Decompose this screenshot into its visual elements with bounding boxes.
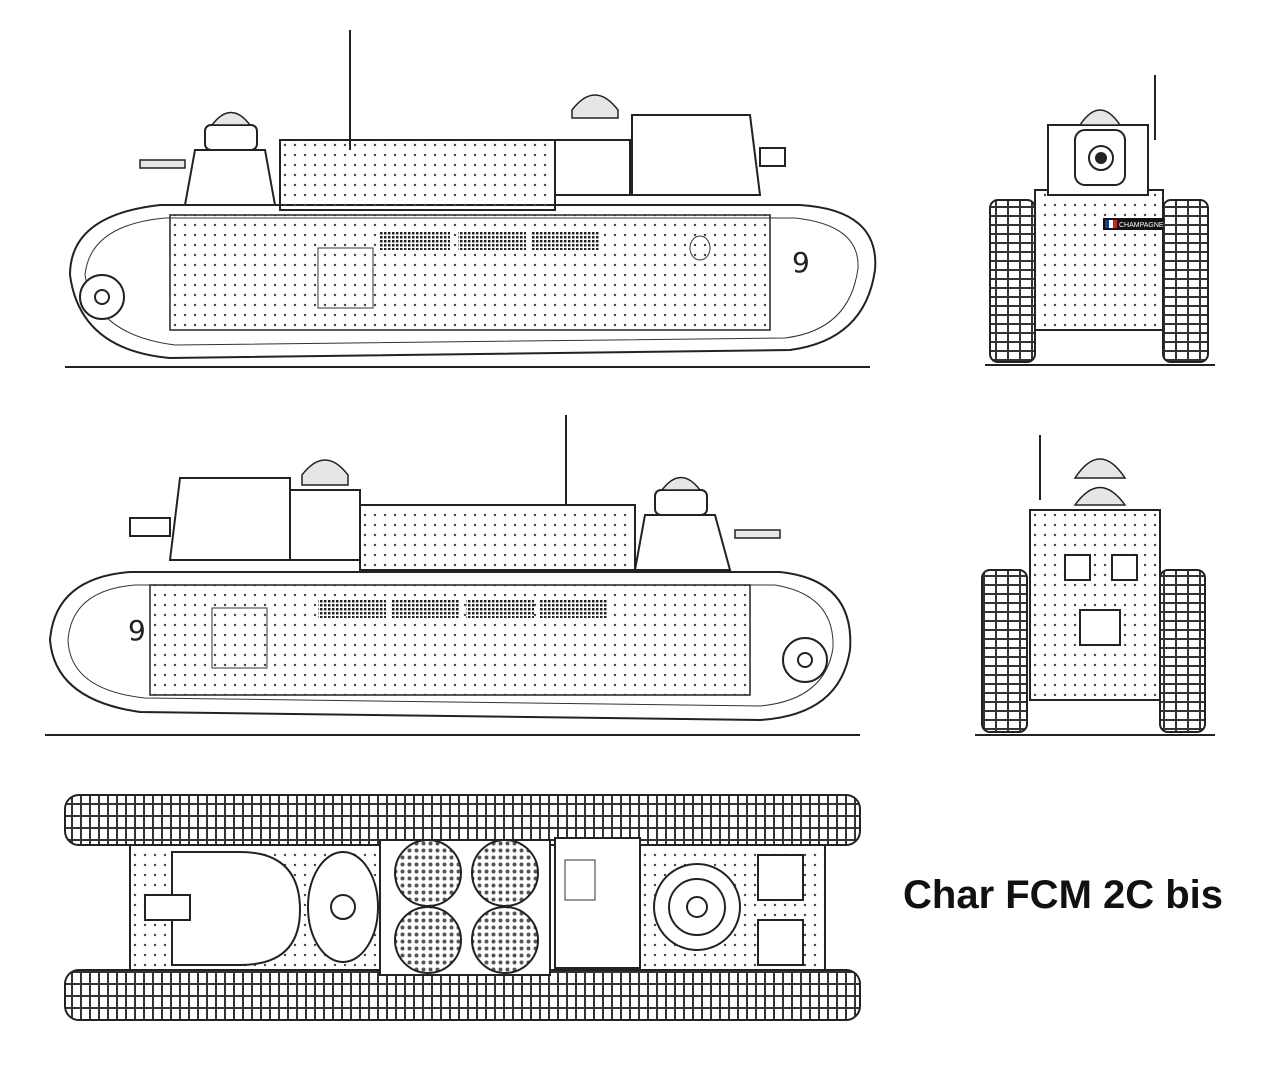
engine-cover: [631, 114, 762, 196]
front-turret: [633, 514, 732, 571]
front-turret: [183, 149, 277, 206]
hatch-panel: [554, 837, 641, 969]
name-plate: [1103, 218, 1163, 230]
grille: [540, 600, 608, 618]
hull-number: 9: [128, 614, 146, 647]
right-track: [1162, 199, 1209, 363]
superstructure: [279, 139, 556, 211]
rear-view: [975, 435, 1215, 736]
superstructure: [359, 504, 636, 571]
left-track: [64, 794, 861, 846]
left-track: [989, 199, 1036, 363]
side-view-right: 9: [45, 415, 860, 736]
hull-rear: [1029, 509, 1161, 701]
side-door: [211, 607, 268, 669]
grille: [318, 600, 386, 618]
right-track: [64, 969, 861, 1021]
side-door: [317, 247, 374, 309]
side-view-left: 9: [65, 30, 877, 368]
grille: [532, 232, 600, 250]
rear-turret: [554, 139, 631, 196]
grille: [380, 232, 450, 250]
name-plate-text: CHAMPAGNE: [1119, 222, 1164, 229]
grille: [466, 600, 534, 618]
rear-turret: [289, 489, 361, 561]
hull-number: 9: [792, 246, 810, 279]
drawing-title: Char FCM 2C bis: [903, 873, 1223, 917]
right-track: [1159, 569, 1206, 733]
engine-cover: [168, 477, 291, 561]
top-view: [64, 794, 861, 1021]
hull-front: [1034, 189, 1164, 331]
grille: [458, 232, 526, 250]
grille: [392, 600, 460, 618]
left-track: [981, 569, 1028, 733]
engine-deck: [171, 851, 302, 966]
front-view: CHAMPAGNE: [985, 75, 1215, 366]
